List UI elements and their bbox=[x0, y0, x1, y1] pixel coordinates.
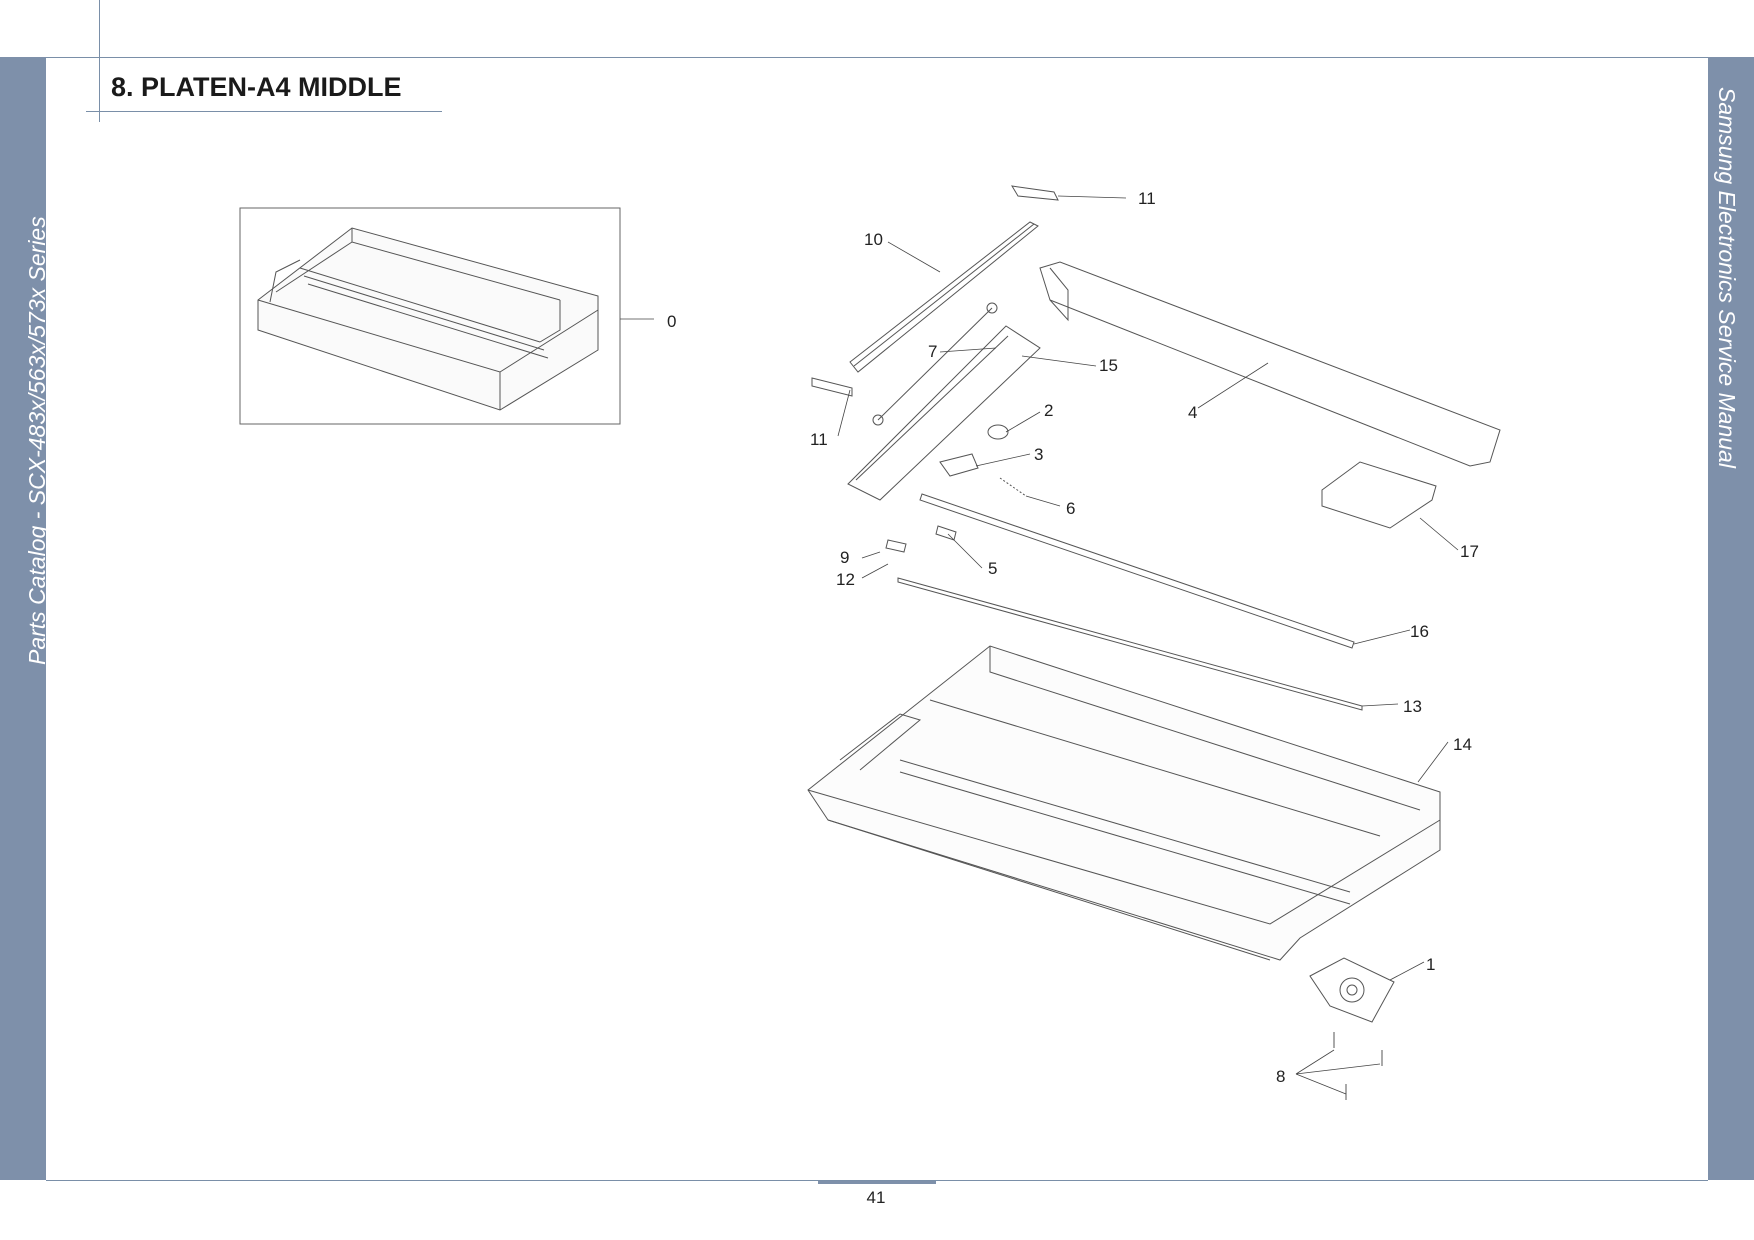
left-side-band: Parts Catalog - SCX-483x/563x/573x Serie… bbox=[0, 57, 46, 1180]
callout-11-left: 11 bbox=[810, 430, 828, 449]
callout-11-top: 11 bbox=[1138, 189, 1156, 208]
callout-13: 13 bbox=[1403, 697, 1422, 716]
callout-12: 12 bbox=[836, 570, 855, 589]
callout-7: 7 bbox=[928, 342, 937, 361]
page-title: 8. PLATEN-A4 MIDDLE bbox=[111, 72, 402, 102]
callout-16: 16 bbox=[1410, 622, 1429, 641]
assembly-overview-thumbnail bbox=[239, 207, 621, 425]
base-frame bbox=[807, 645, 1441, 961]
callout-1: 1 bbox=[1426, 955, 1435, 974]
callout-0: 0 bbox=[667, 312, 676, 331]
title-underline bbox=[86, 111, 442, 112]
page-number-bar bbox=[818, 1181, 936, 1184]
callout-3: 3 bbox=[1034, 445, 1043, 464]
footer-rule bbox=[46, 1180, 1708, 1181]
callout-5: 5 bbox=[988, 559, 997, 578]
header-rule bbox=[0, 57, 1754, 58]
callout-9: 9 bbox=[840, 548, 849, 567]
callout-17: 17 bbox=[1460, 542, 1479, 561]
corner-rule bbox=[99, 0, 100, 122]
callout-15: 15 bbox=[1099, 356, 1118, 375]
callout-6: 6 bbox=[1066, 499, 1075, 518]
right-side-band: Samsung Electronics Service Manual Samsu… bbox=[1708, 57, 1754, 1180]
callout-4: 4 bbox=[1188, 403, 1197, 422]
page-number: 41 bbox=[866, 1188, 886, 1207]
motor bbox=[1309, 957, 1395, 1023]
callout-8: 8 bbox=[1276, 1067, 1285, 1086]
callout-10: 10 bbox=[864, 230, 883, 249]
callout-14: 14 bbox=[1453, 735, 1472, 754]
callout-2: 2 bbox=[1044, 401, 1053, 420]
